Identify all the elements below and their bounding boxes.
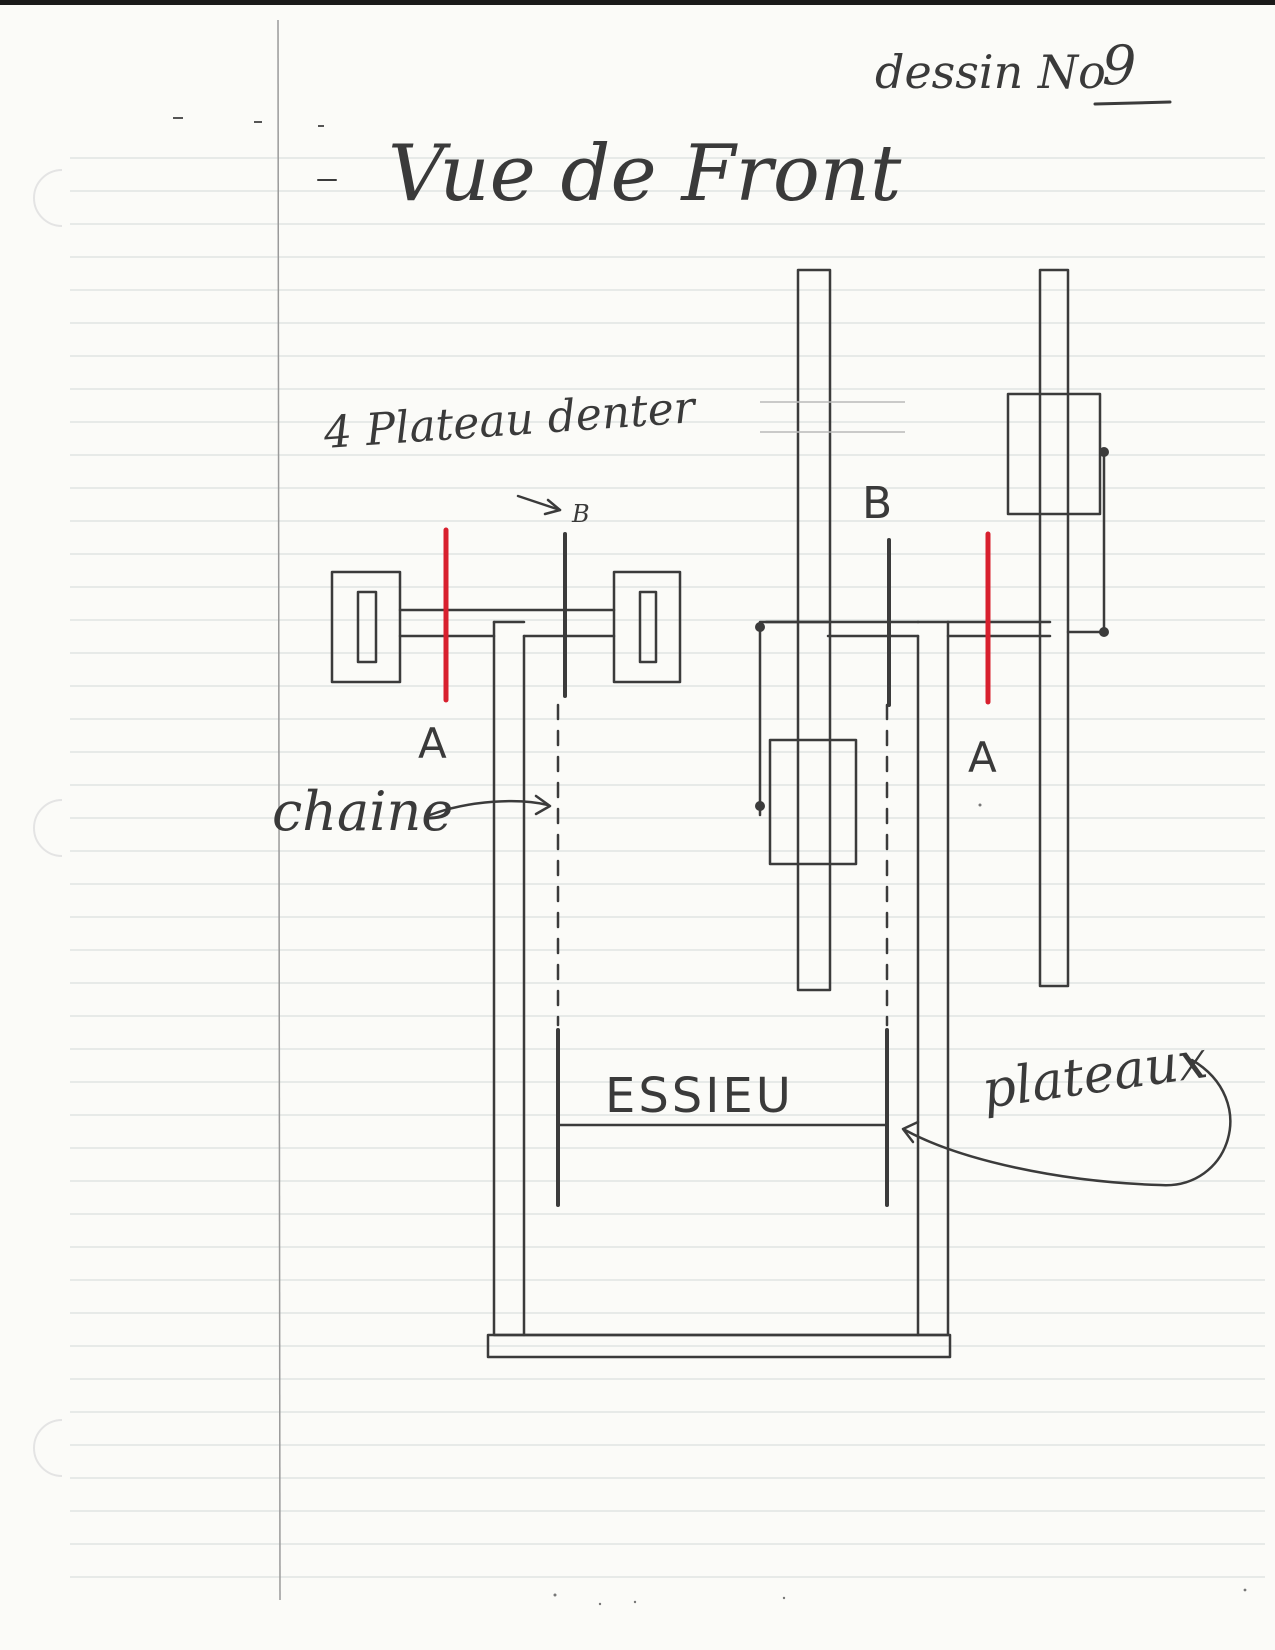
plates-label: plateaux: [978, 1030, 1211, 1121]
drawing-number-underline: [1093, 100, 1172, 106]
plates-arrow-head: [901, 1120, 920, 1144]
center-bearing-block: [612, 570, 682, 684]
label-a-left: A: [418, 719, 447, 768]
center-crank: [755, 268, 858, 992]
sprockets-arrow: [516, 494, 562, 512]
drawing-number: 9: [1102, 34, 1136, 97]
stray-marks: [173, 117, 324, 127]
paper-specks: [553, 803, 1247, 1606]
chain-arrow: [428, 799, 550, 817]
chain-arrow-head: [534, 794, 552, 816]
binder-hole-top: [33, 169, 63, 227]
label-b-small: B: [571, 500, 590, 528]
margin-line: [277, 19, 281, 1601]
axle-label: ESSIEU: [605, 1068, 794, 1124]
sprockets-label: 4 Plateau denter: [321, 382, 699, 459]
scan-top-border: [0, 0, 1275, 5]
right-shaft: [764, 620, 1052, 638]
label-a-right: A: [968, 733, 997, 782]
binder-holes: [33, 169, 63, 1477]
page-title: Vue de Front: [388, 129, 902, 219]
label-b-large: B: [862, 478, 892, 529]
u-frame: [486, 620, 952, 1359]
left-bearing-block: [330, 570, 402, 684]
right-crank: [1006, 268, 1109, 988]
binder-hole-middle: [33, 799, 63, 857]
drawing-number-label: dessin No: [875, 45, 1106, 99]
binder-hole-bottom: [33, 1419, 63, 1477]
chain-label: chaine: [272, 780, 453, 843]
sprockets-arrow-head: [543, 498, 562, 516]
ruled-lines: [70, 157, 1265, 1578]
plates-arrow: [903, 1058, 1232, 1187]
